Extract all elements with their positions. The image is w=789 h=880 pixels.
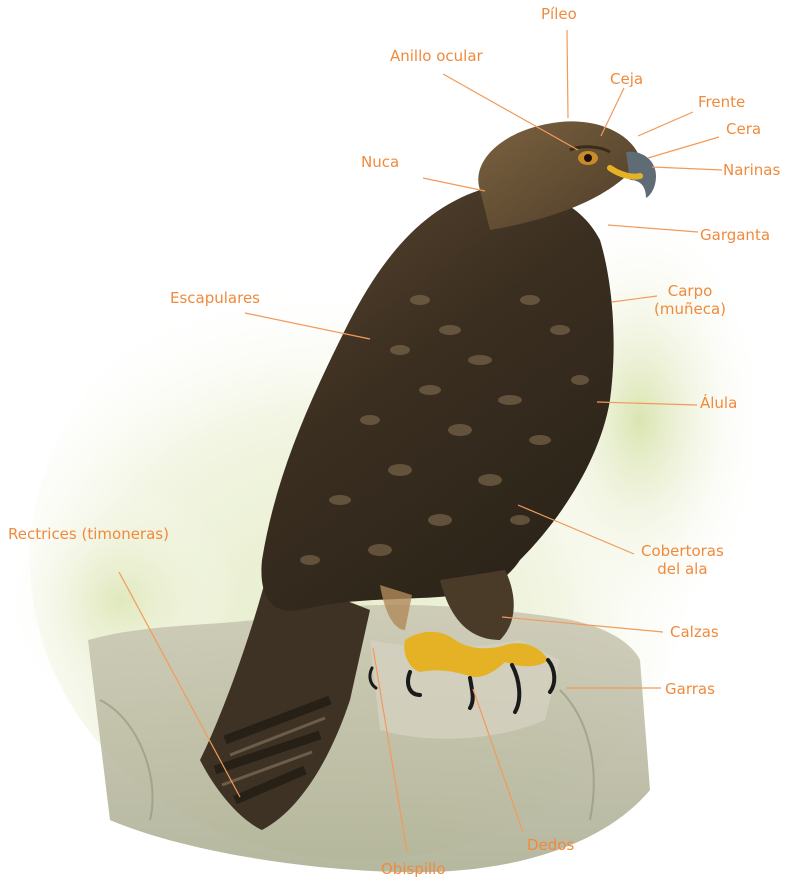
label-carpo: Carpo (muñeca) bbox=[654, 282, 726, 318]
label-obispillo: Obispillo bbox=[381, 860, 446, 878]
label-cobertoras-line2: del ala bbox=[641, 560, 724, 578]
leader-ceja bbox=[601, 88, 624, 136]
label-escapulares: Escapulares bbox=[170, 289, 260, 307]
label-carpo-line1: Carpo bbox=[654, 282, 726, 300]
label-carpo-line2: (muñeca) bbox=[654, 300, 726, 318]
label-anillo-ocular: Anillo ocular bbox=[390, 47, 483, 65]
label-calzas: Calzas bbox=[670, 623, 719, 641]
leader-pileo bbox=[567, 30, 568, 118]
label-ceja: Ceja bbox=[610, 70, 643, 88]
rock bbox=[88, 605, 650, 872]
label-alula: Álula bbox=[700, 394, 737, 412]
label-cera: Cera bbox=[726, 120, 761, 138]
label-pileo: Píleo bbox=[541, 5, 577, 23]
label-nuca: Nuca bbox=[361, 153, 399, 171]
label-rectrices: Rectrices (timoneras) bbox=[8, 525, 169, 543]
label-frente: Frente bbox=[698, 93, 745, 111]
label-narinas: Narinas bbox=[723, 161, 780, 179]
leader-nuca bbox=[423, 178, 485, 191]
leader-frente bbox=[638, 112, 693, 136]
label-garganta: Garganta bbox=[700, 226, 770, 244]
label-dedos: Dedos bbox=[527, 836, 574, 854]
leader-narinas bbox=[652, 167, 722, 170]
label-cobertoras: Cobertoras del ala bbox=[641, 542, 724, 578]
label-garras: Garras bbox=[665, 680, 715, 698]
label-cobertoras-line1: Cobertoras bbox=[641, 542, 724, 560]
leader-cera bbox=[648, 137, 719, 158]
